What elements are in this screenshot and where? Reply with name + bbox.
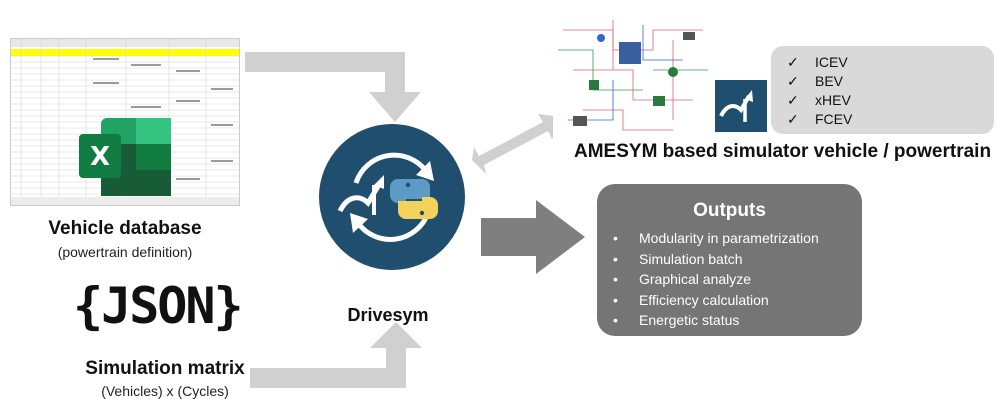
vehicle-database-title: Vehicle database: [48, 218, 202, 239]
vehicle-database-subtitle: (powertrain definition): [57, 244, 193, 260]
amesym-mark-icon: [337, 181, 383, 213]
arrow-database-to-drivesym: [245, 52, 421, 122]
vehicle-type-label: FCEV: [815, 111, 853, 127]
json-logo: {JSON}: [73, 277, 244, 335]
vehicle-type-label: xHEV: [815, 92, 851, 108]
drivesym-logo: [319, 124, 465, 270]
outputs-list: • Modularity in parametrization • Simulati…: [597, 228, 862, 331]
outputs-box: Outputs • Modularity in parametrization •…: [597, 184, 862, 336]
vehicle-type-item: ✓ ICEV: [787, 53, 994, 72]
simulation-matrix-title: Simulation matrix: [85, 358, 245, 379]
spreadsheet-grid: [11, 39, 239, 205]
vehicle-type-item: ✓ xHEV: [787, 91, 994, 110]
output-item: • Graphical analyze: [613, 269, 862, 290]
drivesym-label: Drivesym: [347, 305, 429, 325]
vehicle-type-label: BEV: [815, 73, 844, 89]
output-item: • Efficiency calculation: [613, 290, 862, 311]
arrow-drivesym-amesym: [472, 114, 562, 174]
svg-text:X: X: [90, 142, 110, 172]
spreadsheet-thumbnail: X: [10, 38, 240, 206]
bullet-icon: •: [613, 271, 618, 287]
excel-icon: X: [79, 118, 171, 196]
bullet-icon: •: [613, 250, 618, 267]
python-icon: [390, 179, 438, 219]
bullet-icon: •: [613, 230, 618, 246]
output-label: Energetic status: [639, 312, 740, 328]
bullet-icon: •: [613, 312, 618, 328]
check-icon: ✓: [787, 54, 799, 70]
output-item: • Energetic status: [613, 310, 862, 331]
amesym-logo-icon: [715, 80, 767, 132]
output-label: Modularity in parametrization: [639, 230, 819, 246]
output-label: Efficiency calculation: [639, 291, 769, 308]
amesym-caption: AMESYM based simulator vehicle / powertr…: [574, 141, 992, 162]
vehicle-type-item: ✓ BEV: [787, 72, 994, 91]
vehicle-types-box: ✓ ICEV ✓ BEV ✓ xHEV ✓ FCEV: [771, 46, 994, 134]
bullet-icon: •: [613, 291, 618, 308]
output-label: Graphical analyze: [639, 271, 752, 287]
output-label: Simulation batch: [639, 250, 743, 267]
amesym-schematic: [553, 10, 713, 138]
vehicle-types-list: ✓ ICEV ✓ BEV ✓ xHEV ✓ FCEV: [771, 46, 994, 129]
vehicle-type-item: ✓ FCEV: [787, 110, 994, 129]
arrow-drivesym-to-outputs: [481, 200, 585, 274]
check-icon: ✓: [787, 111, 799, 127]
outputs-title: Outputs: [693, 200, 766, 221]
output-item: • Simulation batch: [613, 249, 862, 270]
vehicle-type-label: ICEV: [815, 54, 848, 70]
arrow-simulation-to-drivesym: [250, 322, 422, 388]
vehicle-database-label: Vehicle database (powertrain definition): [0, 218, 250, 260]
simulation-matrix-label: Simulation matrix (Vehicles) x (Cycles): [0, 358, 330, 399]
simulation-matrix-subtitle: (Vehicles) x (Cycles): [101, 383, 229, 399]
check-icon: ✓: [787, 92, 799, 108]
check-icon: ✓: [787, 73, 799, 89]
output-item: • Modularity in parametrization: [613, 228, 862, 249]
